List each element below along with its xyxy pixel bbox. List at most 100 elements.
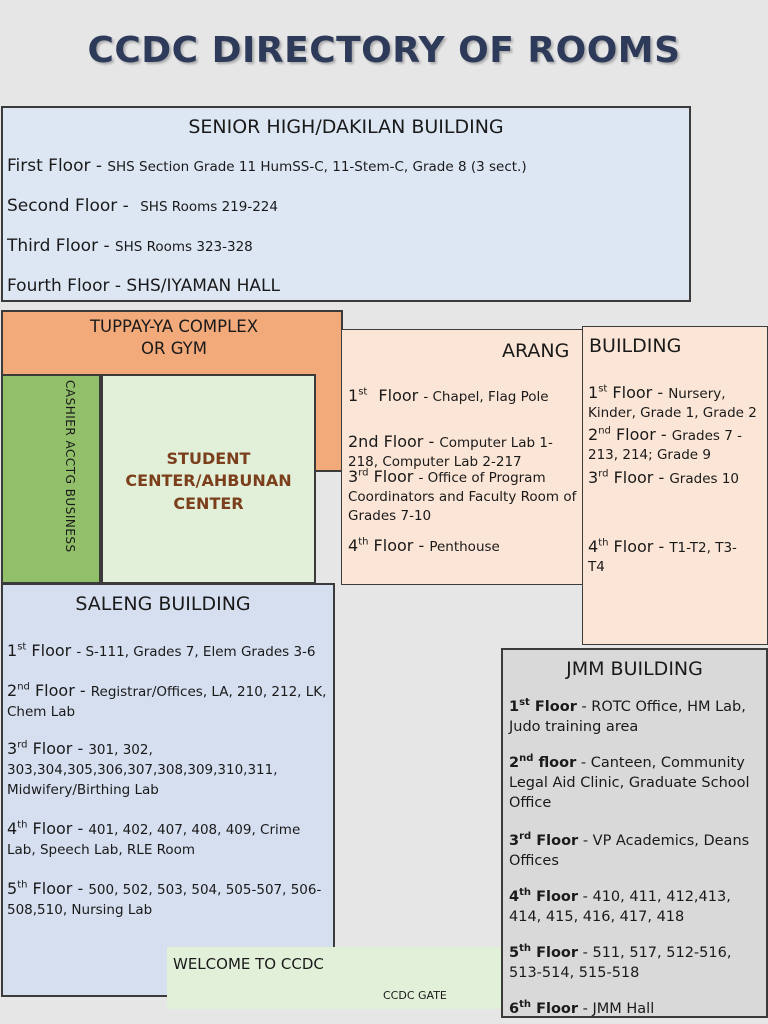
shs-floor-2: Second Floor - SHS Rooms 219-224 <box>7 196 278 216</box>
jmm-f5-num: 5 <box>509 944 520 961</box>
saleng-f1-sup: st <box>17 641 27 653</box>
arang-r2-num: 2 <box>588 425 599 444</box>
jmm-floor-6: 6th Floor - JMM Hall <box>509 998 763 1019</box>
arang-l2-num: 2nd <box>348 432 379 451</box>
arang-r1-detail: Nursery, Kinder, Grade 1, Grade 2 <box>588 386 757 422</box>
saleng-floor-5: 5th Floor - 500, 502, 503, 504, 505-507,… <box>7 879 333 919</box>
saleng-f2-sup: nd <box>17 681 30 693</box>
arang-l1-detail: - Chapel, Flag Pole <box>423 389 549 405</box>
jmm-floor-1: 1st Floor - ROTC Office, HM Lab, Judo tr… <box>509 696 763 737</box>
jmm-f3-label: Floor <box>536 832 579 849</box>
shs-floor-2-label: Second Floor - <box>7 196 129 216</box>
jmm-floor-5: 5th Floor - 511, 517, 512-516, 513-514, … <box>509 942 763 983</box>
arang-header-left: ARANG <box>502 340 570 362</box>
jmm-f1-sup: st <box>519 697 530 708</box>
jmm-f4-num: 4 <box>509 888 520 905</box>
shs-floor-1: First Floor - SHS Section Grade 11 HumSS… <box>7 156 527 176</box>
saleng-f2-detail: Registrar/Offices, LA, 210, 212, LK, Che… <box>7 684 327 720</box>
shs-floor-3-label: Third Floor - <box>7 236 110 256</box>
arang-r4-label: Floor - <box>613 537 665 556</box>
arang-r1-label: Floor - <box>612 383 664 402</box>
shs-floor-1-detail: SHS Section Grade 11 HumSS-C, 11-Stem-C,… <box>107 159 527 175</box>
saleng-f5-num: 5 <box>7 879 18 898</box>
arang-r4-num: 4 <box>588 537 599 556</box>
arang-r4-sup: th <box>598 537 609 549</box>
saleng-f4-num: 4 <box>7 819 18 838</box>
saleng-header: SALENG BUILDING <box>75 593 251 615</box>
saleng-building[interactable]: SALENG BUILDING 1st Floor - S-111, Grade… <box>1 583 335 997</box>
arang-l1-sup: st <box>358 386 368 398</box>
jmm-f4-sup: th <box>519 887 531 898</box>
arang-l4-num: 4 <box>348 536 359 555</box>
cashier-label: CASHIER ACCTG BUSINESS <box>63 380 77 553</box>
senior-high-building[interactable]: SENIOR HIGH/DAKILAN BUILDING First Floor… <box>1 106 691 302</box>
jmm-header: JMM BUILDING <box>566 658 703 680</box>
saleng-f5-label: Floor - <box>32 879 84 898</box>
jmm-f5-sup: th <box>519 943 531 954</box>
saleng-f2-num: 2 <box>7 681 18 700</box>
saleng-f1-detail: - S-111, Grades 7, Elem Grades 3-6 <box>76 644 316 660</box>
saleng-f1-label: Floor <box>31 641 72 660</box>
saleng-f5-detail: 500, 502, 503, 504, 505-507, 506-508,510… <box>7 882 322 918</box>
jmm-f1-detail: - ROTC Office, HM Lab, Judo training are… <box>509 698 746 736</box>
jmm-f1-num: 1 <box>509 698 520 715</box>
jmm-f2-num: 2 <box>509 754 520 771</box>
student-center-label: STUDENT CENTER/AHBUNAN CENTER <box>103 448 314 515</box>
saleng-f4-sup: th <box>17 819 28 831</box>
jmm-f6-sup: th <box>519 999 531 1010</box>
arang-l2-label: Floor - <box>383 432 435 451</box>
arang-l3-sup: rd <box>358 467 369 479</box>
arang-l4-label: Floor - <box>373 536 425 555</box>
arang-header-right: BUILDING <box>589 335 682 357</box>
saleng-f4-detail: 401, 402, 407, 408, 409, Crime Lab, Spee… <box>7 822 301 858</box>
shs-floor-3: Third Floor - SHS Rooms 323-328 <box>7 236 253 256</box>
arang-l3-detail: - Office of Program Coordinators and Fac… <box>348 470 577 525</box>
arang-left-floor-1: 1st Floor - Chapel, Flag Pole <box>348 386 578 405</box>
arang-r3-num: 3 <box>588 468 599 487</box>
page-title: CCDC DIRECTORY OF ROOMS <box>87 30 681 71</box>
welcome-area: WELCOME TO CCDC CCDC GATE <box>167 947 502 1009</box>
jmm-f1-label: Floor <box>534 698 577 715</box>
arang-r2-sup: nd <box>598 425 611 437</box>
jmm-floor-4: 4th Floor - 410, 411, 412,413, 414, 415,… <box>509 886 763 927</box>
jmm-f6-detail: - JMM Hall <box>582 1000 655 1017</box>
arang-r2-label: Floor - <box>615 425 667 444</box>
arang-r3-detail: Grades 10 <box>669 471 740 487</box>
arang-r1-sup: st <box>598 383 608 395</box>
shs-floor-2-detail: SHS Rooms 219-224 <box>140 199 278 215</box>
arang-l1-num: 1 <box>348 386 359 405</box>
jmm-f6-label: Floor <box>536 1000 579 1017</box>
jmm-building[interactable]: JMM BUILDING 1st Floor - ROTC Office, HM… <box>501 648 768 1018</box>
senior-high-header: SENIOR HIGH/DAKILAN BUILDING <box>188 116 504 138</box>
shs-floor-4-label: Fourth Floor - SHS/IYAMAN HALL <box>7 276 280 296</box>
saleng-f2-label: Floor - <box>34 681 86 700</box>
saleng-floor-4: 4th Floor - 401, 402, 407, 408, 409, Cri… <box>7 819 333 859</box>
jmm-f5-label: Floor <box>536 944 579 961</box>
arang-left-floor-3: 3rd Floor - Office of Program Coordinato… <box>348 467 582 525</box>
arang-l4-detail: Penthouse <box>429 539 500 555</box>
arang-right-floor-1: 1st Floor - Nursery, Kinder, Grade 1, Gr… <box>588 383 766 421</box>
arang-r3-label: Floor - <box>613 468 665 487</box>
saleng-f1-num: 1 <box>7 641 18 660</box>
shs-floor-1-label: First Floor - <box>7 156 103 176</box>
saleng-floor-1: 1st Floor - S-111, Grades 7, Elem Grades… <box>7 641 333 661</box>
student-center[interactable]: STUDENT CENTER/AHBUNAN CENTER <box>101 374 316 584</box>
welcome-text: WELCOME TO CCDC <box>173 955 324 973</box>
student-center-line3: CENTER <box>173 493 244 513</box>
saleng-f5-sup: th <box>17 879 28 891</box>
arang-right-floor-4: 4th Floor - T1-T2, T3-T4 <box>588 537 738 575</box>
arang-building-right[interactable]: BUILDING 1st Floor - Nursery, Kinder, Gr… <box>582 326 768 645</box>
student-center-line1: STUDENT <box>166 449 251 468</box>
arang-l1-label: Floor <box>378 386 419 405</box>
shs-floor-3-detail: SHS Rooms 323-328 <box>115 239 253 255</box>
saleng-floor-2: 2nd Floor - Registrar/Offices, LA, 210, … <box>7 681 333 721</box>
arang-l4-sup: th <box>358 536 369 548</box>
jmm-f6-num: 6 <box>509 1000 520 1017</box>
jmm-f2-sup: nd <box>519 753 534 764</box>
jmm-f2-label: floor <box>538 754 577 771</box>
arang-building-left[interactable]: ARANG 1st Floor - Chapel, Flag Pole 2nd … <box>341 329 586 585</box>
saleng-f3-label: Floor - <box>32 739 84 758</box>
cashier-acctg-business[interactable]: CASHIER ACCTG BUSINESS <box>1 374 101 584</box>
jmm-floor-2: 2nd floor - Canteen, Community Legal Aid… <box>509 752 763 814</box>
arang-l2-detail: Computer Lab 1-218, Computer Lab 2-217 <box>348 435 553 471</box>
